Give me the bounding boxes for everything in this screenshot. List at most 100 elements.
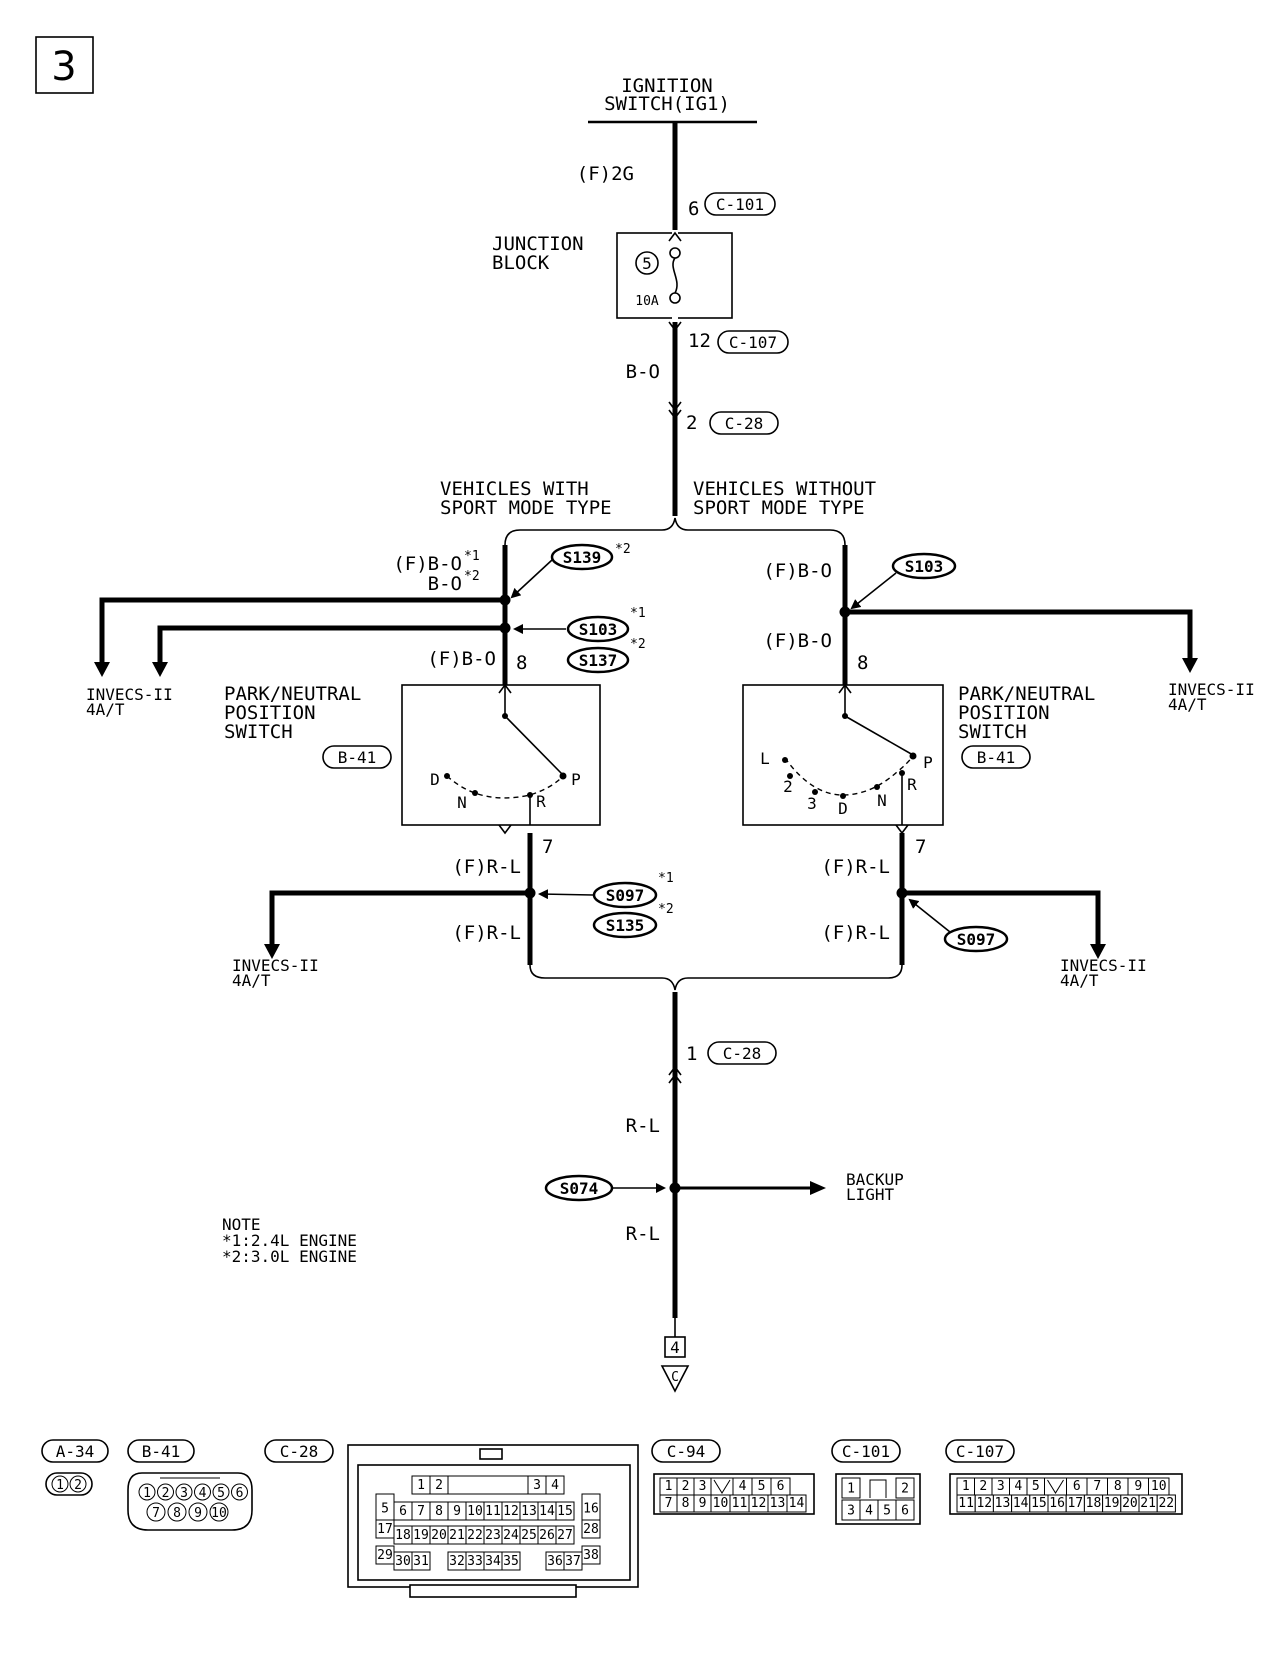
variant-right-1: VEHICLES WITHOUT (693, 478, 876, 500)
connector-pin-label: 3 (699, 1479, 707, 1494)
connector-pin-label: 10 (1151, 1479, 1167, 1494)
connector-pin-label: 35 (503, 1554, 519, 1569)
connector-pin-label: 12 (503, 1504, 519, 1519)
connector-pin (157, 1483, 174, 1501)
svg-text:C-28: C-28 (280, 1442, 319, 1461)
connector-pin-label: 2 (435, 1478, 443, 1493)
connector-c107-tag: C-107 (717, 330, 789, 354)
connector-pin-label: 13 (521, 1504, 537, 1519)
connector-pin-label: 38 (583, 1548, 599, 1563)
connector-pin-label: 10 (211, 1506, 227, 1521)
connector-pin-label: 18 (1086, 1496, 1102, 1511)
page-number: 3 (51, 44, 76, 90)
connector-pin (209, 1502, 229, 1522)
connector-pin-label: 2 (682, 1479, 690, 1494)
svg-text:1: 1 (56, 1478, 64, 1493)
connector-pin-label: 12 (751, 1496, 767, 1511)
svg-text:S137: S137 (579, 651, 618, 670)
backup-light-2: LIGHT (846, 1185, 895, 1204)
connector-pin (1156, 1494, 1176, 1513)
svg-text:*2: *2 (658, 902, 674, 917)
connector-pin-label: 33 (467, 1554, 483, 1569)
svg-text:*1: *1 (630, 606, 646, 621)
svg-text:S074: S074 (560, 1179, 599, 1198)
connector-pin-label: 5 (217, 1486, 225, 1501)
svg-text:INVECS-II: INVECS-II (1168, 680, 1255, 699)
connector-pin-label: 37 (565, 1554, 581, 1569)
connector-pin-label: 6 (236, 1486, 244, 1501)
svg-text:4A/T: 4A/T (1060, 971, 1099, 990)
fuse-number: 5 (642, 254, 652, 273)
svg-text:4: 4 (670, 1338, 680, 1357)
connector-pin-label: 20 (431, 1528, 447, 1543)
connector-b41-left-tag: B-41 (322, 745, 392, 769)
svg-text:*2:3.0L ENGINE: *2:3.0L ENGINE (222, 1247, 357, 1266)
svg-text:4A/T: 4A/T (1168, 695, 1207, 714)
connector-pin-label: 11 (485, 1504, 501, 1519)
connector-pin (895, 1499, 915, 1521)
connector-pin-label: 13 (770, 1496, 786, 1511)
svg-text:POSITION: POSITION (224, 702, 316, 724)
svg-text:INVECS-II: INVECS-II (86, 685, 173, 704)
wire-label-r-l-2: R-L (626, 1223, 660, 1245)
svg-text:NOTE: NOTE (222, 1215, 261, 1234)
backup-light-1: BACKUP (846, 1170, 904, 1189)
svg-text:R: R (536, 792, 546, 811)
connector-pin (895, 1477, 915, 1499)
svg-text:S139: S139 (563, 548, 602, 567)
connector-pin-label: 4 (551, 1478, 559, 1493)
connector-pin-label: 31 (413, 1554, 429, 1569)
splice-s139-left: S139 *2 (550, 542, 631, 571)
connector-pin-label: 36 (547, 1554, 563, 1569)
connector-pin-label: 34 (485, 1554, 501, 1569)
connector-key-mark (1047, 1479, 1064, 1494)
connector-pin-label: 28 (583, 1522, 599, 1537)
connector-pin (555, 1501, 575, 1521)
connector-pin-label: 2 (901, 1481, 909, 1496)
top-brace (504, 517, 846, 546)
junction-block: JUNCTION BLOCK 5 10A (492, 230, 733, 332)
ignition-label-1: IGNITION (621, 75, 713, 97)
svg-text:2: 2 (74, 1478, 82, 1493)
connector-pin-label: 1 (962, 1479, 970, 1494)
connector-pin (194, 1483, 211, 1501)
svg-text:POSITION: POSITION (958, 702, 1050, 724)
connector-pin-label: 18 (395, 1528, 411, 1543)
connector-a34: A-34 1 2 (41, 1439, 109, 1496)
svg-text:*2: *2 (464, 569, 480, 584)
connector-pin-label: 4 (199, 1486, 207, 1501)
connector-pin-label: 14 (1013, 1496, 1029, 1511)
svg-text:PARK/NEUTRAL: PARK/NEUTRAL (224, 683, 361, 705)
svg-text:7: 7 (542, 836, 553, 858)
connector-pin-label: 32 (449, 1554, 465, 1569)
svg-text:R: R (907, 775, 917, 794)
svg-text:3: 3 (807, 794, 817, 813)
continuation-marker: 4 C (660, 1336, 690, 1393)
connector-pin-label: 15 (1031, 1496, 1047, 1511)
connector-pin-label: 19 (1104, 1496, 1120, 1511)
connector-pin-label: 10 (713, 1496, 729, 1511)
connector-pin-label: 19 (413, 1528, 429, 1543)
splice-s097-right: S097 (943, 925, 1009, 953)
splice-s074: S074 (544, 1174, 614, 1202)
connector-pin-label: 1 (417, 1478, 425, 1493)
connector-pin-label: 8 (682, 1496, 690, 1511)
svg-text:S103: S103 (905, 557, 944, 576)
connector-pin-label: 1 (143, 1486, 151, 1501)
connector-pin (841, 1477, 861, 1499)
connector-pin-label: 3 (533, 1478, 541, 1493)
wire-label-f-2g: (F)2G (577, 163, 634, 185)
connector-pin-label: 4 (739, 1479, 747, 1494)
connector-symbol-c28-top (668, 401, 682, 420)
connector-pin-label: 9 (194, 1506, 202, 1521)
svg-text:(F)B-O: (F)B-O (393, 553, 462, 575)
svg-text:P: P (571, 770, 581, 789)
svg-text:*1:2.4L ENGINE: *1:2.4L ENGINE (222, 1231, 357, 1250)
connector-pin-label: 14 (789, 1496, 805, 1511)
svg-text:C-107: C-107 (956, 1442, 1004, 1461)
connector-pin-label: 21 (1140, 1496, 1156, 1511)
svg-text:4A/T: 4A/T (232, 971, 271, 990)
